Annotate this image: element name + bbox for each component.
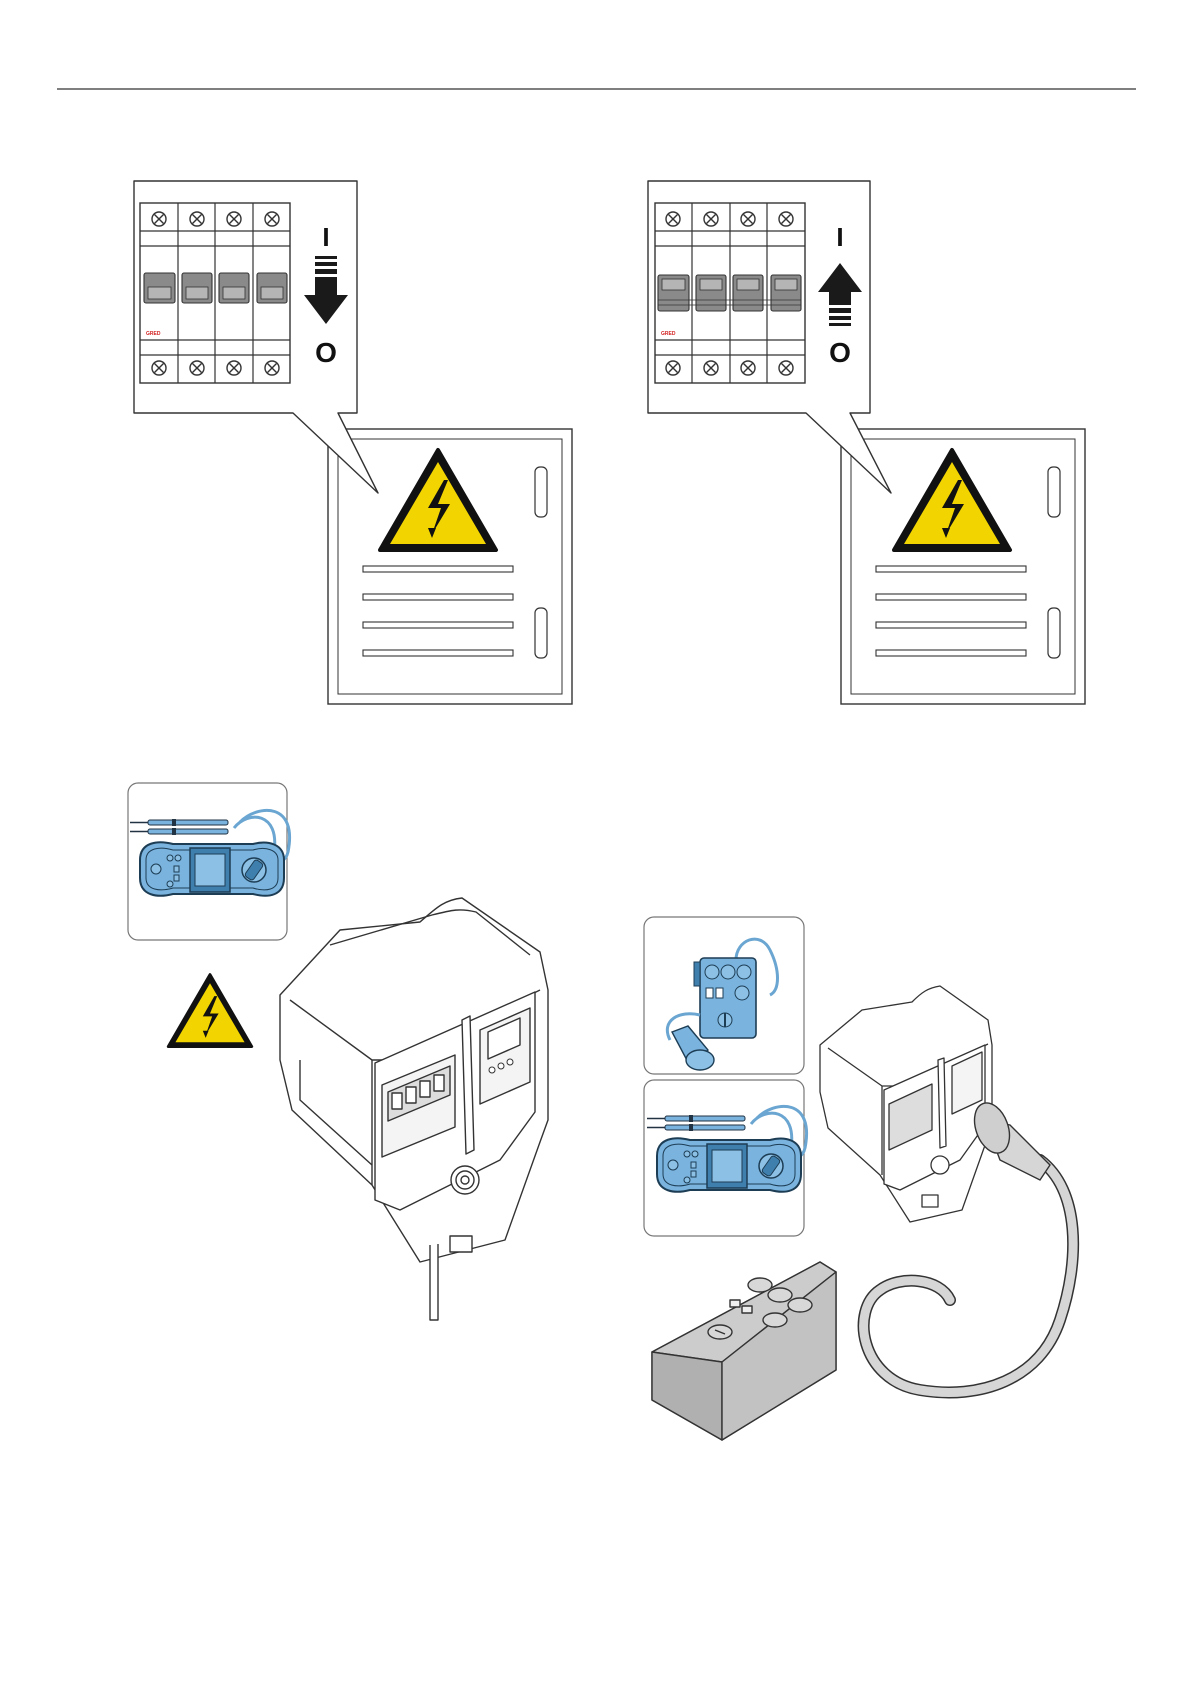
ev-charger-wallbox-icon bbox=[280, 898, 548, 1320]
step-test-with-ev-simulator bbox=[644, 917, 1073, 1440]
step-switch-on-breaker: GRED I O bbox=[648, 181, 1085, 704]
circuit-breaker-icon: GRED bbox=[140, 203, 290, 383]
step-test-wallbox-with-multimeter bbox=[128, 783, 548, 1320]
ev-charger-wallbox-icon bbox=[820, 986, 992, 1222]
off-symbol: O bbox=[315, 337, 337, 368]
off-symbol: O bbox=[829, 337, 851, 368]
circuit-breaker-icon: GRED bbox=[655, 203, 805, 383]
breaker-brand: GRED bbox=[661, 331, 676, 337]
step-switch-off-breaker: GRED I O bbox=[134, 181, 572, 704]
on-symbol: I bbox=[322, 222, 329, 252]
ev-simulator-box bbox=[652, 1262, 836, 1440]
breaker-brand: GRED bbox=[146, 331, 161, 337]
electrical-hazard-icon bbox=[168, 975, 252, 1047]
on-symbol: I bbox=[836, 222, 843, 252]
